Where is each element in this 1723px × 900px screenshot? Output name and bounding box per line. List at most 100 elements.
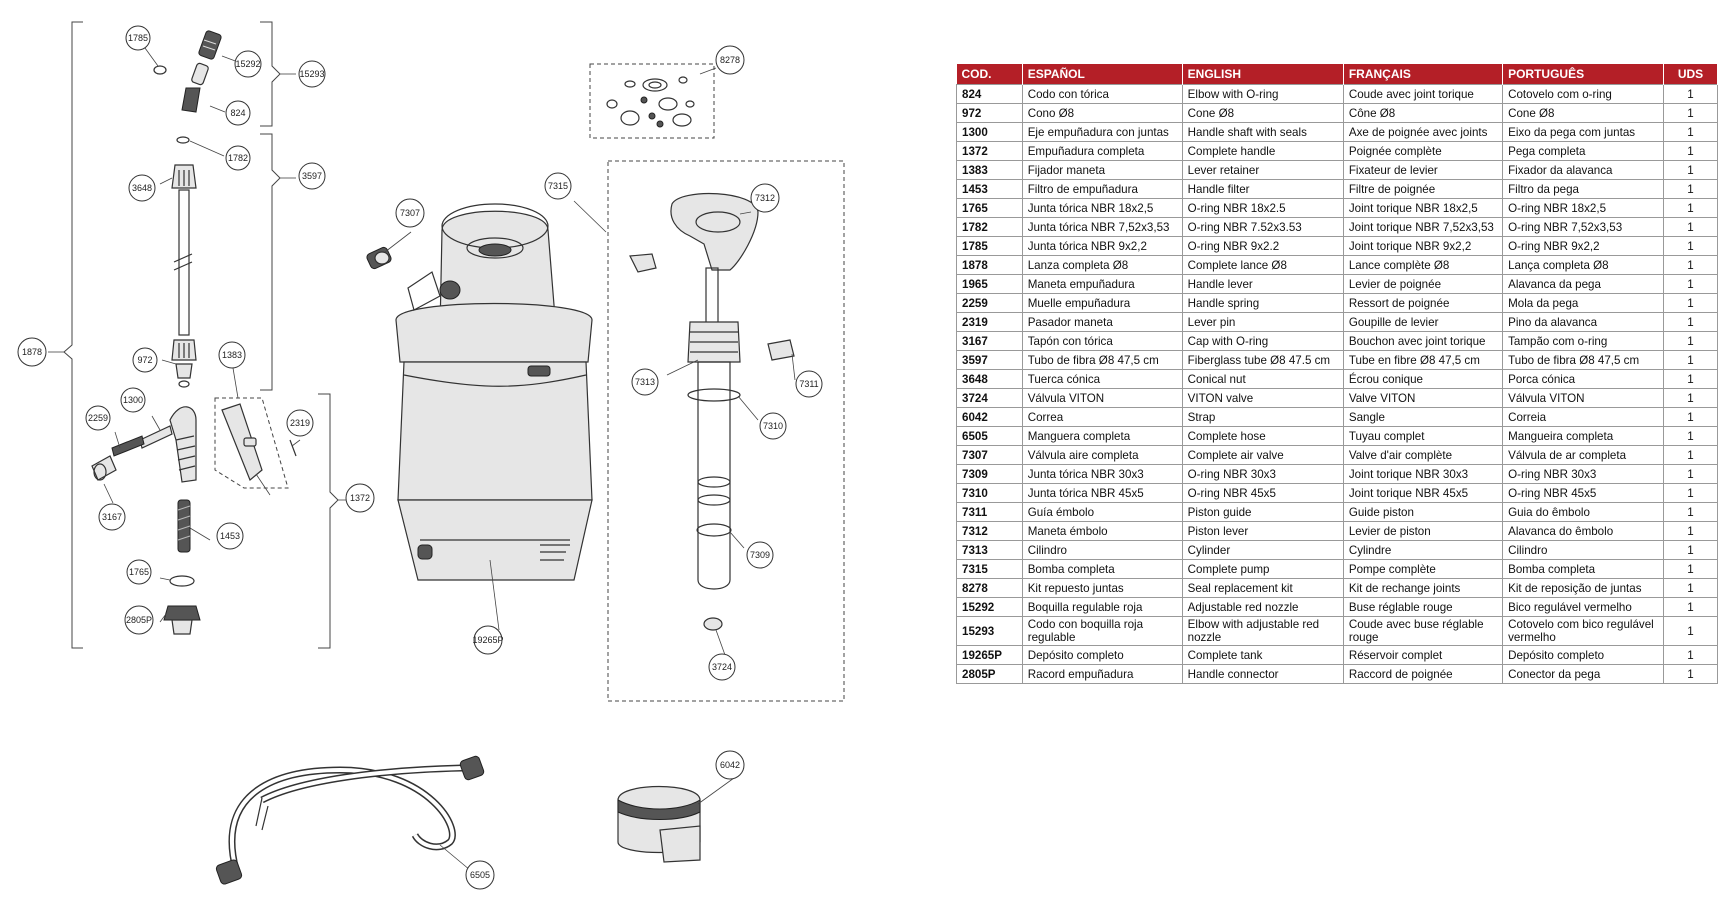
table-cell: Filtro de empuñadura	[1021, 179, 1183, 199]
table-cell: 1	[1663, 179, 1718, 199]
table-cell: Strap	[1181, 407, 1344, 427]
table-cell: O-ring NBR 45x5	[1181, 483, 1344, 503]
callout-1453: 1453	[216, 522, 244, 550]
table-cell: 1	[1663, 84, 1718, 104]
leader-lines	[103, 47, 796, 871]
table-cell: 1	[1663, 160, 1718, 180]
table-cell: Depósito completo	[1021, 645, 1183, 665]
table-cell: 6505	[956, 426, 1023, 446]
fiberglass-tube-3597	[173, 189, 193, 336]
table-cell: Pompe complète	[1342, 559, 1504, 579]
seal-kit-8278	[589, 63, 715, 139]
table-cell: Raccord de poignée	[1342, 664, 1504, 684]
table-cell: Cono Ø8	[1021, 103, 1183, 123]
table-cell: Codo con tórica	[1021, 84, 1183, 104]
table-cell: 1	[1663, 255, 1718, 275]
table-cell: Junta tórica NBR 45x5	[1021, 483, 1183, 503]
callout-text: 19265P	[472, 635, 503, 645]
table-cell: 7307	[956, 445, 1023, 465]
callout-text: 15293	[299, 69, 324, 79]
table-cell: Tube en fibre Ø8 47,5 cm	[1342, 350, 1504, 370]
table-cell: O-ring NBR 30x3	[1181, 464, 1344, 484]
o-ring-1782	[176, 136, 190, 144]
table-cell: Conector da pega	[1502, 664, 1665, 684]
table-cell: Bomba completa	[1021, 559, 1183, 579]
table-cell: Écrou conique	[1342, 369, 1504, 389]
table-cell: Tuerca cónica	[1021, 369, 1183, 389]
table-cell: 1	[1663, 274, 1718, 294]
table-cell: Cone Ø8	[1181, 103, 1344, 123]
callout-text: 2319	[290, 418, 310, 428]
table-cell: Cilindro	[1021, 540, 1183, 560]
callout-text: 7315	[548, 181, 568, 191]
table-cell: O-ring NBR 18x2,5	[1502, 198, 1665, 218]
callout-text: 2805P	[126, 615, 152, 625]
table-cell: 1	[1663, 464, 1718, 484]
table-cell: 7311	[956, 502, 1023, 522]
lever-group-outline	[214, 397, 289, 489]
callout-1878: 1878	[17, 337, 47, 367]
hose-6505	[215, 755, 485, 885]
table-cell: Junta tórica NBR 18x2,5	[1021, 198, 1183, 218]
handle-shaft-1300	[169, 406, 197, 483]
table-cell: 972	[956, 103, 1023, 123]
table-cell: Kit repuesto juntas	[1021, 578, 1183, 598]
table-cell: 2259	[956, 293, 1023, 313]
viton-valve-3724	[703, 617, 723, 631]
table-cell: Fixador da alavanca	[1502, 160, 1665, 180]
table-cell: Kit de reposição de juntas	[1502, 578, 1665, 598]
table-cell: 1	[1663, 483, 1718, 503]
table-cell: Alavanca da pega	[1502, 274, 1665, 294]
callout-3167: 3167	[98, 503, 126, 531]
table-cell: O-ring NBR 7.52x3.53	[1181, 217, 1344, 237]
callout-text: 2259	[88, 413, 108, 423]
table-cell: Tuyau complet	[1342, 426, 1504, 446]
table-cell: Piston guide	[1181, 502, 1344, 522]
callout-text: 7310	[763, 421, 783, 431]
callout-text: 1878	[22, 347, 42, 357]
table-cell: Guide piston	[1342, 502, 1504, 522]
table-cell: Tubo de fibra Ø8 47,5 cm	[1502, 350, 1665, 370]
callout-text: 7313	[635, 377, 655, 387]
table-cell: Joint torique NBR 9x2,2	[1342, 236, 1504, 256]
callout-text: 1765	[129, 567, 149, 577]
table-cell: O-ring NBR 9x2.2	[1181, 236, 1344, 256]
cone-972	[175, 363, 193, 379]
table-cell: Válvula de ar completa	[1502, 445, 1665, 465]
table-cell: Complete air valve	[1181, 445, 1344, 465]
table-cell: Porca cónica	[1502, 369, 1665, 389]
lance-assembly	[153, 30, 222, 388]
callout-1765: 1765	[126, 559, 152, 585]
table-cell: 1	[1663, 331, 1718, 351]
table-cell: Tapón con tórica	[1021, 331, 1183, 351]
callout-7313: 7313	[631, 368, 659, 396]
callout-7315: 7315	[544, 172, 572, 200]
callout-text: 15292	[235, 59, 260, 69]
table-cell: O-ring NBR 18x2.5	[1181, 198, 1344, 218]
table-cell: 1	[1663, 236, 1718, 256]
table-cell: Sangle	[1342, 407, 1504, 427]
table-cell: Complete handle	[1181, 141, 1344, 161]
table-cell: 1	[1663, 312, 1718, 332]
table-cell: Complete pump	[1181, 559, 1344, 579]
strap-6042	[617, 786, 701, 863]
callout-19265P: 19265P	[472, 625, 504, 655]
callout-3597: 3597	[298, 162, 326, 190]
table-cell: Muelle empuñadura	[1021, 293, 1183, 313]
table-cell: Fijador maneta	[1021, 160, 1183, 180]
